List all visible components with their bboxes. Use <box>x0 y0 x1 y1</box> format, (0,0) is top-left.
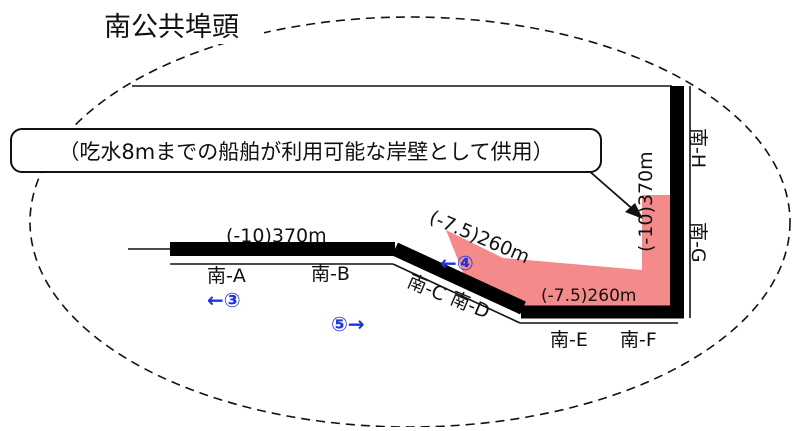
label-gh-spec: (-10)370m <box>635 151 657 252</box>
marker-5: ⑤→ <box>331 312 365 336</box>
title-bg <box>96 6 264 44</box>
highlight-area-e <box>503 258 642 306</box>
berth-label-a: 南-A <box>207 265 246 287</box>
berth-label-b: 南-B <box>311 263 350 285</box>
berth-label-h: 南-H <box>687 128 709 168</box>
usage-note-callout: （吃水8mまでの船舶が利用可能な岸壁として供用） <box>10 128 602 173</box>
diagonal-frontage-line <box>392 263 521 324</box>
callout-pointer-line <box>587 169 637 213</box>
berth-label-g: 南-G <box>687 222 709 263</box>
label-ef-spec: (-7.5)260m <box>541 286 636 306</box>
marker-4: ←④ <box>440 251 474 275</box>
berth-label-f: 南-F <box>620 329 657 351</box>
highlight-area-d <box>446 230 520 306</box>
berth-label-e: 南-E <box>550 329 588 351</box>
quay-c-d <box>392 242 526 315</box>
highlight-area-g <box>642 195 672 306</box>
usage-note-text: （吃水8mまでの船舶が利用可能な岸壁として供用） <box>58 139 554 164</box>
marker-3: ←③ <box>207 288 241 312</box>
label-west-spec: (-10)370m <box>226 225 327 247</box>
callout-pointer-head <box>625 203 643 219</box>
page-title: 南公共埠頭 <box>104 12 239 43</box>
